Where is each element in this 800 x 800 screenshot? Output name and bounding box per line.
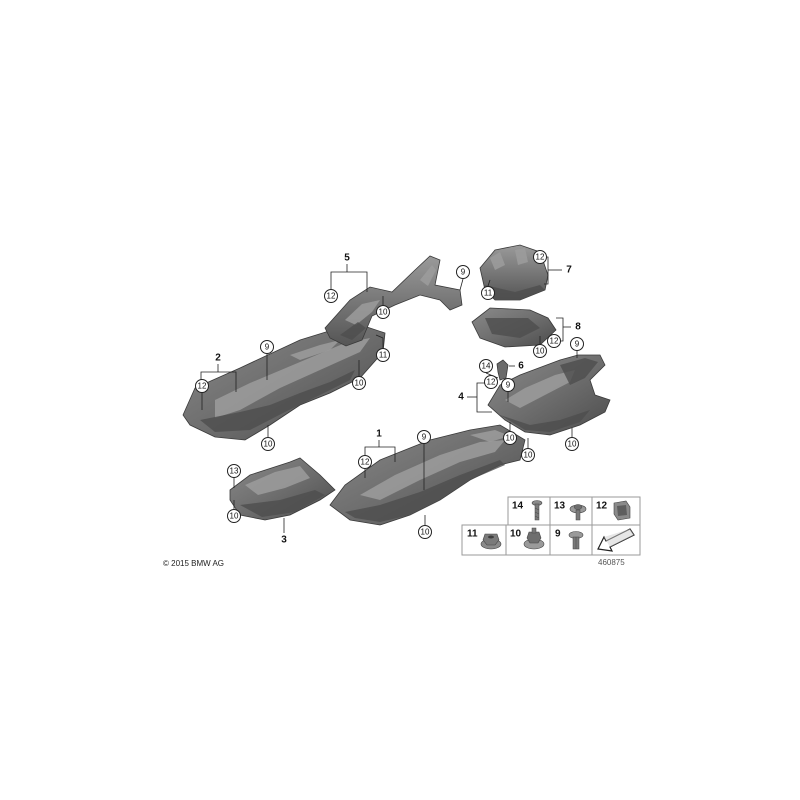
part-label-5: 5: [344, 253, 350, 264]
svg-text:13: 13: [230, 467, 239, 476]
svg-text:10: 10: [568, 440, 577, 449]
part-1-center-panel: [329, 424, 526, 526]
svg-text:10: 10: [355, 379, 364, 388]
callout: 12: [324, 289, 338, 303]
washer-screw-icon: [569, 504, 587, 521]
legend-cell-10: [505, 524, 551, 556]
part-3-front-panel: [229, 457, 336, 521]
svg-text:10: 10: [524, 451, 533, 460]
callout: 9: [260, 340, 274, 354]
callout: 10: [261, 437, 275, 451]
legend-label-9: 9: [555, 529, 561, 540]
washer-nut-icon: [523, 527, 545, 550]
screw-icon: [531, 500, 543, 521]
svg-text:11: 11: [379, 351, 388, 360]
part-label-2: 2: [215, 353, 221, 364]
svg-text:9: 9: [422, 433, 427, 442]
svg-text:12: 12: [198, 382, 207, 391]
svg-text:12: 12: [536, 253, 545, 262]
diagram-number: 460875: [598, 558, 625, 567]
callouts: 9 12 10 12 10 9 11 10 11 12 12 10 9 14 1…: [195, 250, 584, 539]
svg-text:10: 10: [230, 512, 239, 521]
copyright-text: © 2015 BMW AG: [163, 559, 224, 568]
callout: 10: [418, 525, 432, 539]
part-label-1: 1: [376, 429, 382, 440]
svg-text:9: 9: [575, 340, 580, 349]
svg-text:10: 10: [264, 440, 273, 449]
svg-text:12: 12: [550, 337, 559, 346]
svg-text:10: 10: [536, 347, 545, 356]
svg-text:12: 12: [327, 292, 336, 301]
callout: 12: [484, 375, 498, 389]
callout: 10: [376, 305, 390, 319]
part-labels: 1 2 3 4 5 6 7 8: [215, 253, 581, 546]
part-7-box: [479, 244, 549, 301]
svg-text:9: 9: [461, 268, 466, 277]
callout: 9: [570, 337, 584, 351]
direction-arrow-icon: [597, 528, 635, 552]
part-label-6: 6: [518, 361, 524, 372]
collar-nut-icon: [480, 533, 502, 550]
svg-text:12: 12: [361, 458, 370, 467]
part-6-clip: [496, 359, 509, 381]
callout: 10: [503, 431, 517, 445]
legend-cell-14: [507, 496, 551, 526]
svg-text:14: 14: [482, 362, 491, 371]
svg-text:9: 9: [506, 381, 511, 390]
callout: 9: [417, 430, 431, 444]
svg-text:10: 10: [421, 528, 430, 537]
svg-text:9: 9: [265, 343, 270, 352]
part-label-7: 7: [566, 265, 572, 276]
callout: 13: [227, 464, 241, 478]
callout: 12: [358, 455, 372, 469]
legend-label-11: 11: [467, 529, 478, 540]
svg-text:12: 12: [487, 378, 496, 387]
clip-nut-icon: [613, 500, 631, 521]
svg-text:10: 10: [506, 434, 515, 443]
part-8-tray: [471, 307, 557, 348]
callout: 9: [501, 378, 515, 392]
callout: 9: [456, 265, 470, 279]
part-4-rear-panel: [487, 354, 611, 436]
part-label-3: 3: [281, 535, 287, 546]
legend-label-12: 12: [596, 501, 608, 512]
callout: 10: [227, 509, 241, 523]
svg-text:11: 11: [484, 289, 493, 298]
callout: 10: [352, 376, 366, 390]
hardware-legend: 14 13 12 11 10 9: [461, 496, 641, 556]
callout: 14: [479, 359, 493, 373]
callout: 11: [376, 348, 390, 362]
expansion-rivet-icon: [568, 531, 584, 550]
part-label-8: 8: [575, 322, 581, 333]
part-5-bracket: [324, 255, 463, 347]
legend-label-13: 13: [554, 501, 566, 512]
svg-text:10: 10: [379, 308, 388, 317]
callout: 10: [521, 448, 535, 462]
callout: 12: [533, 250, 547, 264]
legend-label-10: 10: [510, 529, 522, 540]
callout: 12: [195, 379, 209, 393]
part-label-4: 4: [458, 392, 464, 403]
leader-lines: [200, 256, 578, 533]
callout: 10: [533, 344, 547, 358]
callout: 11: [481, 286, 495, 300]
callout: 10: [565, 437, 579, 451]
part-2-underbody-panel: [182, 322, 386, 441]
legend-label-14: 14: [512, 501, 524, 512]
callout: 12: [547, 334, 561, 348]
